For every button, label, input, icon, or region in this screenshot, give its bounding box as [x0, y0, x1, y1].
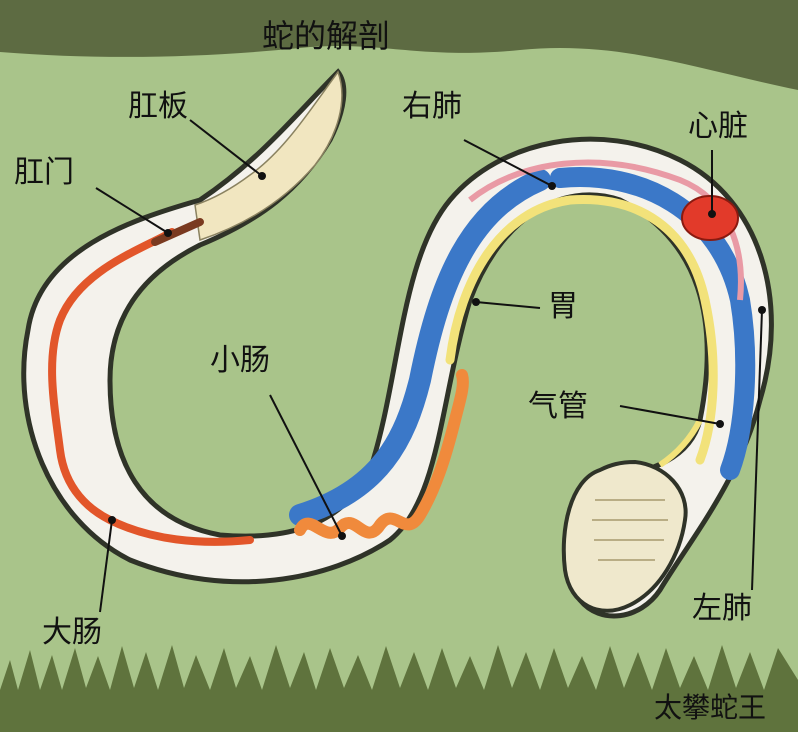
point-xiaochang: [338, 532, 346, 540]
leader-wei: [475, 301, 541, 309]
leader-dachang: [99, 519, 113, 613]
label-left-lung: 左肺: [692, 591, 752, 626]
leader-gangmen: [95, 187, 169, 234]
top-band: [0, 0, 798, 90]
label-large-intestine: 大肠: [42, 615, 102, 650]
label-anus: 肛门: [14, 155, 74, 190]
anal-plate: [194, 70, 343, 241]
leader-youfei: [463, 139, 553, 187]
grass: [0, 645, 798, 732]
pink-vessel: [468, 159, 744, 301]
point-gangmen: [164, 229, 172, 237]
point-wei: [472, 298, 480, 306]
watermark: 太攀蛇王: [654, 691, 767, 724]
label-trachea: 气管: [528, 389, 588, 424]
leader-zuofei: [751, 309, 763, 591]
point-youfei: [548, 182, 556, 190]
small-intestine: [294, 369, 469, 539]
label-heart: 心脏: [688, 109, 748, 144]
label-small-intestine: 小肠: [210, 343, 270, 378]
diagram-title: 蛇的解剖: [262, 17, 391, 55]
trachea: [658, 418, 703, 468]
point-zuofei: [758, 306, 766, 314]
stomach-line: [445, 195, 718, 465]
heart: [681, 195, 739, 241]
leader-xiaochang: [269, 394, 343, 537]
anal-duct: [151, 218, 204, 246]
leader-gangban: [189, 119, 263, 177]
point-dachang: [108, 516, 116, 524]
leader-qiguan: [619, 405, 721, 425]
right-lung-band: [289, 169, 551, 526]
label-anal-plate: 肛板: [128, 89, 188, 124]
point-gangban: [258, 172, 266, 180]
point-qiguan: [716, 420, 724, 428]
point-xinzang: [708, 210, 716, 218]
label-stomach: 胃: [548, 289, 578, 324]
large-intestine: [48, 228, 254, 546]
snake-head: [561, 459, 688, 613]
head-scales: [592, 499, 668, 561]
label-right-lung: 右肺: [402, 89, 462, 124]
